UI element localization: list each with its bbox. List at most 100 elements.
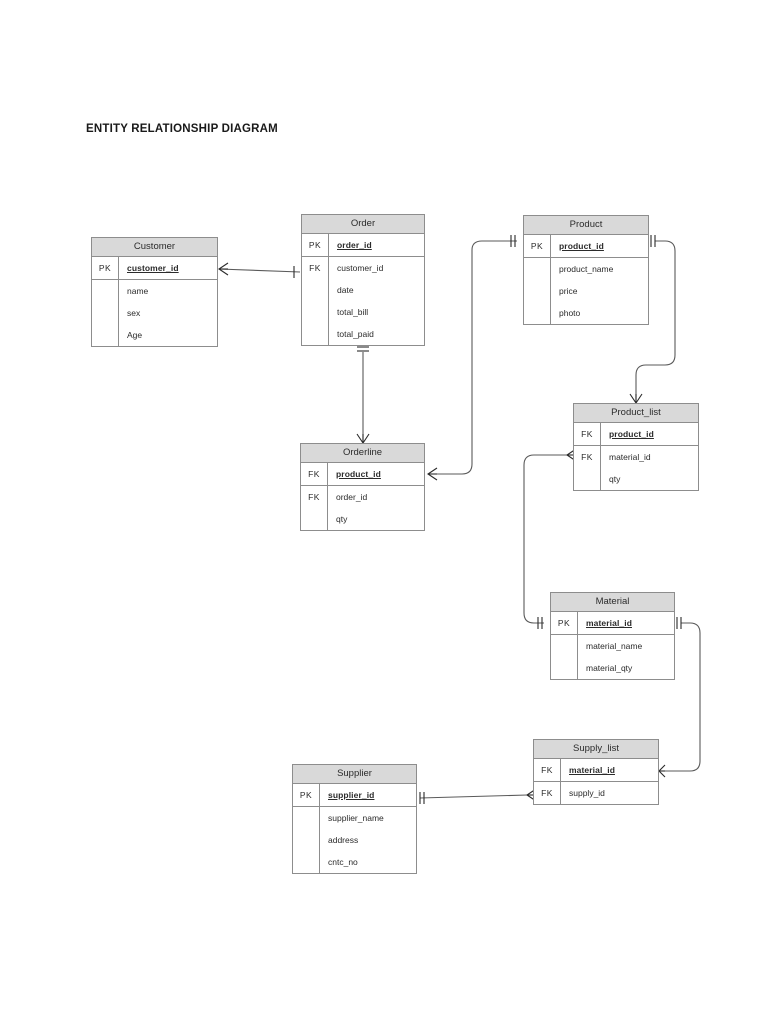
relationship-orderline-product	[427, 235, 517, 481]
table-row[interactable]: total_bill	[302, 301, 424, 323]
entity-product-list-attributes: FK material_id qty	[574, 446, 698, 490]
table-row[interactable]: FK material_id	[534, 759, 658, 781]
table-row[interactable]: PK customer_id	[92, 257, 217, 279]
table-row[interactable]: PK material_id	[551, 612, 674, 634]
attribute-label: material_qty	[586, 663, 633, 673]
attribute-label: order_id	[337, 240, 372, 250]
entity-supply-list[interactable]: Supply_list FK material_id FK supply_id	[533, 739, 659, 805]
table-row[interactable]: sex	[92, 302, 217, 324]
key-label	[551, 657, 578, 679]
attribute-label: address	[328, 835, 359, 845]
table-row[interactable]: material_name	[551, 635, 674, 657]
key-label: FK	[534, 782, 561, 804]
entity-order[interactable]: Order PK order_id FK customer_id date to…	[301, 214, 425, 346]
table-row[interactable]: photo	[524, 302, 648, 324]
attribute-label: product_name	[559, 264, 614, 274]
attribute-label: total_paid	[337, 329, 374, 339]
table-row[interactable]: FK material_id	[574, 446, 698, 468]
attribute-label: date	[337, 285, 354, 295]
table-row[interactable]: total_paid	[302, 323, 424, 345]
key-label: FK	[574, 446, 601, 468]
table-row[interactable]: PK product_id	[524, 235, 648, 257]
attribute-label: product_id	[559, 241, 604, 251]
entity-product[interactable]: Product PK product_id product_name price…	[523, 215, 649, 325]
key-label: FK	[302, 257, 329, 279]
attribute-label: material_id	[609, 452, 651, 462]
attribute-label: customer_id	[337, 263, 384, 273]
table-row[interactable]: FK order_id	[301, 486, 424, 508]
entity-material[interactable]: Material PK material_id material_name ma…	[550, 592, 675, 680]
attribute-label: photo	[559, 308, 581, 318]
attribute-label: Age	[127, 330, 143, 340]
entity-product-list-title: Product_list	[574, 404, 698, 423]
attribute-label: name	[127, 286, 149, 296]
attribute-label: supplier_id	[328, 790, 375, 800]
table-row[interactable]: PK supplier_id	[293, 784, 416, 806]
table-row[interactable]: qty	[574, 468, 698, 490]
entity-product-list[interactable]: Product_list FK product_id FK material_i…	[573, 403, 699, 491]
key-label: PK	[302, 234, 329, 256]
key-label	[301, 508, 328, 530]
key-label	[92, 302, 119, 324]
table-row[interactable]: FK customer_id	[302, 257, 424, 279]
table-row[interactable]: FK product_id	[574, 423, 698, 445]
entity-material-attributes: material_name material_qty	[551, 635, 674, 679]
table-row[interactable]: price	[524, 280, 648, 302]
entity-order-primary-keys: PK order_id	[302, 234, 424, 257]
key-label	[574, 468, 601, 490]
key-label	[302, 323, 329, 345]
attribute-label: qty	[336, 514, 348, 524]
key-label	[92, 280, 119, 302]
entity-customer[interactable]: Customer PK customer_id name sex Age	[91, 237, 218, 347]
attribute-label: supplier_name	[328, 813, 384, 823]
attribute-label: sex	[127, 308, 141, 318]
entity-product-title: Product	[524, 216, 648, 235]
key-label	[524, 280, 551, 302]
key-label	[524, 258, 551, 280]
attribute-label: qty	[609, 474, 621, 484]
table-row[interactable]: FK product_id	[301, 463, 424, 485]
table-row[interactable]: address	[293, 829, 416, 851]
table-row[interactable]: name	[92, 280, 217, 302]
table-row[interactable]: FK supply_id	[534, 782, 658, 804]
entity-product-list-primary-keys: FK product_id	[574, 423, 698, 446]
attribute-label: material_id	[586, 618, 632, 628]
key-label	[293, 829, 320, 851]
table-row[interactable]: date	[302, 279, 424, 301]
entity-supplier[interactable]: Supplier PK supplier_id supplier_name ad…	[292, 764, 417, 874]
attribute-label: material_name	[586, 641, 643, 651]
entity-supply-list-title: Supply_list	[534, 740, 658, 759]
key-label: PK	[92, 257, 119, 279]
table-row[interactable]: qty	[301, 508, 424, 530]
key-label	[524, 302, 551, 324]
key-label	[92, 324, 119, 346]
entity-order-attributes: FK customer_id date total_bill total_pai…	[302, 257, 424, 345]
table-row[interactable]: cntc_no	[293, 851, 416, 873]
key-label	[293, 807, 320, 829]
attribute-label: customer_id	[127, 263, 179, 273]
key-label: FK	[301, 463, 328, 485]
key-label	[551, 635, 578, 657]
table-row[interactable]: product_name	[524, 258, 648, 280]
key-label: PK	[524, 235, 551, 257]
table-row[interactable]: material_qty	[551, 657, 674, 679]
key-label: FK	[534, 759, 561, 781]
table-row[interactable]: supplier_name	[293, 807, 416, 829]
table-row[interactable]: Age	[92, 324, 217, 346]
key-label	[293, 851, 320, 873]
key-label: FK	[301, 486, 328, 508]
table-row[interactable]: PK order_id	[302, 234, 424, 256]
key-label	[302, 301, 329, 323]
key-label: PK	[293, 784, 320, 806]
attribute-label: supply_id	[569, 788, 605, 798]
entity-orderline[interactable]: Orderline FK product_id FK order_id qty	[300, 443, 425, 531]
entity-orderline-title: Orderline	[301, 444, 424, 463]
attribute-label: total_bill	[337, 307, 369, 317]
relationship-customer-order	[218, 262, 301, 278]
page-title: ENTITY RELATIONSHIP DIAGRAM	[86, 123, 278, 135]
entity-product-primary-keys: PK product_id	[524, 235, 648, 258]
entity-customer-attributes: name sex Age	[92, 280, 217, 346]
entity-material-primary-keys: PK material_id	[551, 612, 674, 635]
entity-supplier-title: Supplier	[293, 765, 416, 784]
